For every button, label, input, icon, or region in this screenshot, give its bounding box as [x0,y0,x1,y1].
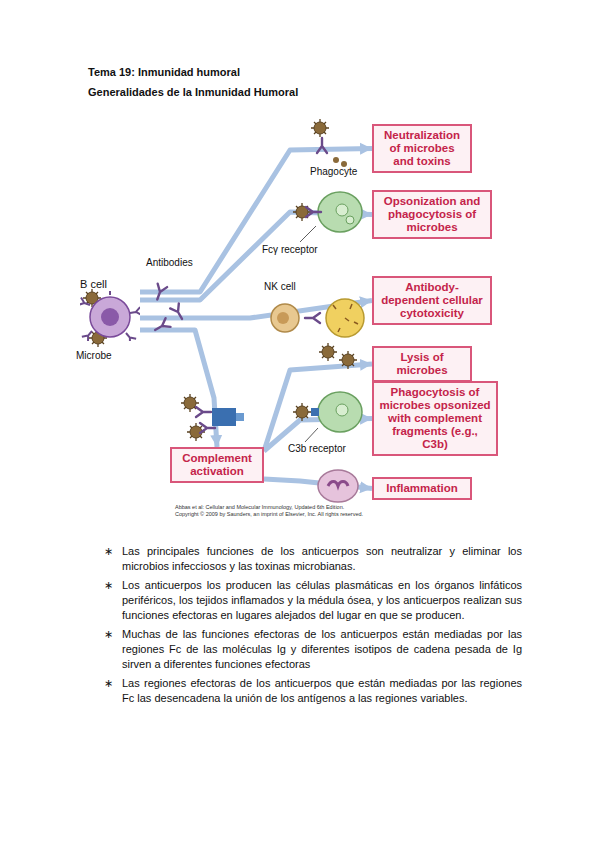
bullet-mark: ∗ [104,578,113,593]
microbe-label: Microbe [76,350,112,361]
bullet-text: Las principales funciones de los anticue… [122,544,522,574]
receptor-label: C3b receptor [288,443,346,454]
b-cell: B cell [80,278,140,341]
flow-arrow [264,479,372,489]
effector-box: Antibody-dependent cellular cytotoxicity [372,276,492,325]
box-text: Antibody-dependent cellular cytotoxicity [378,281,486,320]
cell-label: Phagocyte [310,166,357,177]
effector-box: Lysis of microbes [372,346,472,382]
bullet-text: Los anticuerpos los producen las células… [122,578,522,623]
page-title: Tema 19: Inmunidad humoral [88,66,240,78]
bullet-row: ∗ Muchas de las funciones efectoras de lo… [104,627,522,672]
flow-arrow [140,301,372,319]
effector-box: Neutralization of microbes and toxins [372,124,472,173]
effector-box: Phagocytosis of microbes opsonized with … [372,381,498,456]
cell-label: NK cell [264,281,296,292]
b-cell-symbol [80,291,140,341]
effector-box: Opsonization and phagocytosis of microbe… [372,190,492,239]
flow-arrow [140,330,217,447]
bullet-mark: ∗ [104,627,113,642]
box-text: Lysis of microbes [378,351,466,377]
subtitle: Generalidades de la Inmunidad Humoral [88,86,298,98]
effector-box: Complement activation [170,447,264,483]
bullet-list: ∗ Las principales funciones de los anticu… [104,544,522,710]
cell-label: B cell [80,278,140,291]
effector-box: Inflammation [372,477,472,500]
bullet-row: ∗ Los anticuerpos los producen las célula… [104,578,522,623]
bullet-mark: ∗ [104,676,113,691]
bullet-text: Las regiones efectoras de los anticuerpo… [122,676,522,706]
bullet-row: ∗ Las principales funciones de los anticu… [104,544,522,574]
box-text: Phagocytosis of microbes opsonized with … [378,386,492,451]
box-text: Opsonization and phagocytosis of microbe… [378,195,486,234]
box-text: Neutralization of microbes and toxins [378,129,466,168]
flow-arrow [140,212,372,300]
bullet-text: Muchas de las funciones efectoras de los… [122,627,522,672]
receptor-label: Fcγ receptor [262,244,318,255]
bullet-mark: ∗ [104,544,113,559]
bullet-row: ∗ Las regiones efectoras de los anticuerp… [104,676,522,706]
flow-arrow [140,149,372,293]
antibody-label: Antibodies [146,257,193,268]
credit-line: Copyright © 2009 by Saunders, an imprint… [175,511,363,517]
box-text: Inflammation [378,482,466,495]
flow-arrow [264,364,372,451]
credit-line: Abbas et al: Cellular and Molecular Immu… [175,504,344,510]
box-text: Complement activation [176,452,258,478]
